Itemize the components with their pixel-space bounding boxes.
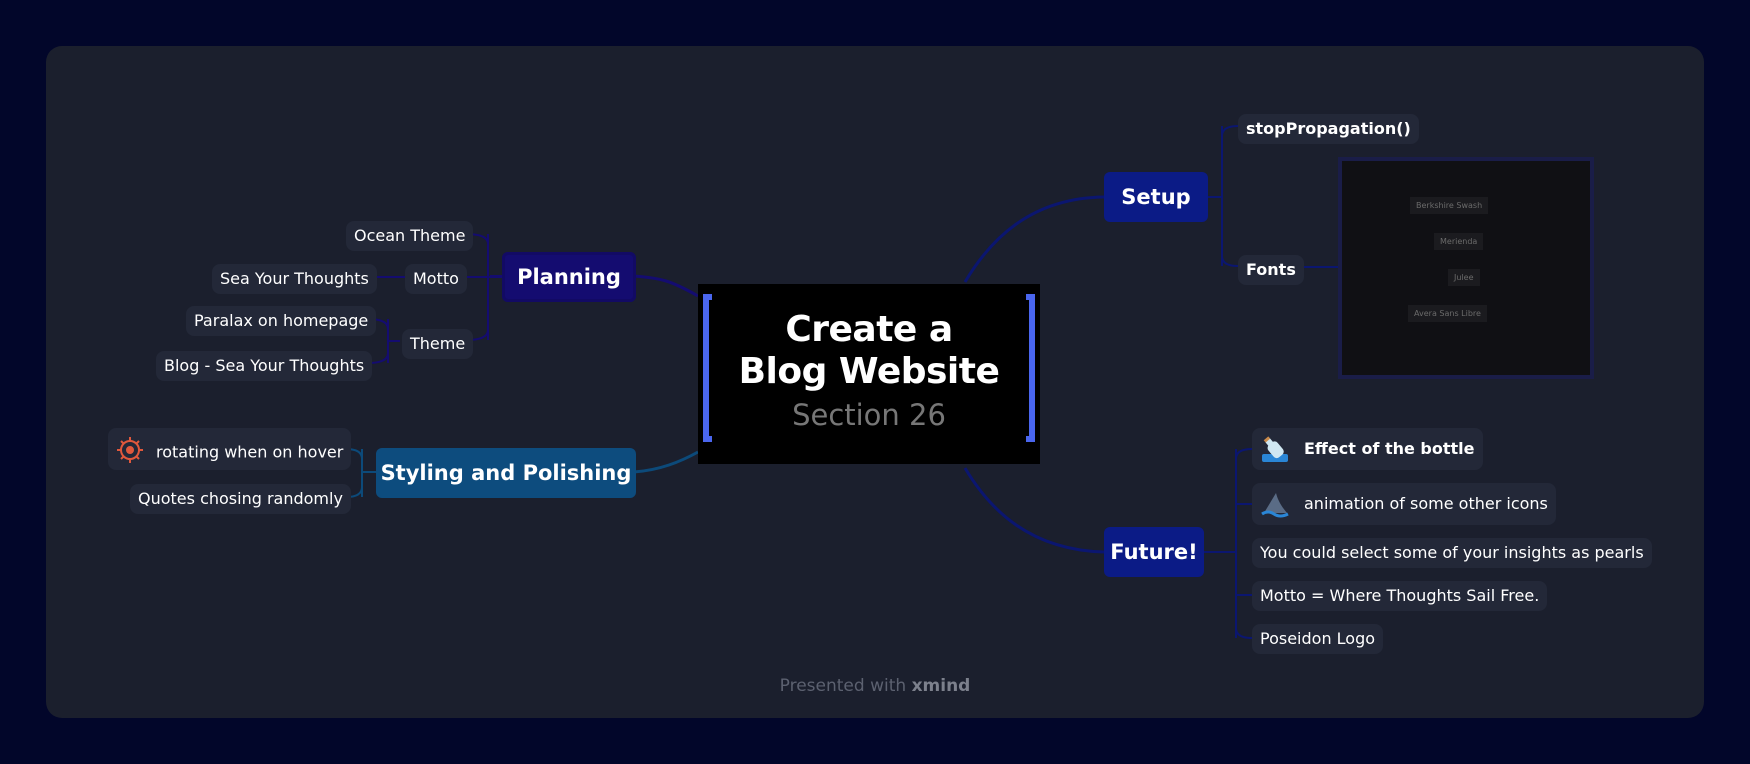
node-fonts[interactable]: Fonts <box>1238 255 1304 285</box>
topic-styling-polishing[interactable]: Styling and Polishing <box>376 448 636 498</box>
node-blog-sea-your-thoughts-label: Blog - Sea Your Thoughts <box>164 356 365 375</box>
node-motto-sail-free-label: Motto = Where Thoughts Sail Free. <box>1260 586 1540 605</box>
node-motto-label: Motto <box>413 269 459 288</box>
fonts-screenshot-image: Berkshire Swash Merienda Julee Avera San… <box>1338 157 1594 379</box>
node-ocean-theme[interactable]: Ocean Theme <box>346 221 474 251</box>
node-poseidon-logo-label: Poseidon Logo <box>1260 629 1376 648</box>
node-animation-icons[interactable]: animation of some other icons <box>1252 483 1556 525</box>
node-fonts-label: Fonts <box>1246 260 1296 279</box>
topic-planning[interactable]: Planning <box>502 252 636 302</box>
right-bracket-icon <box>1026 294 1035 442</box>
node-sea-your-thoughts[interactable]: Sea Your Thoughts <box>212 264 377 294</box>
central-title-line2: Blog Website <box>738 351 1000 392</box>
topic-future[interactable]: Future! <box>1104 527 1204 577</box>
ship-wheel-icon <box>116 436 144 469</box>
topic-styling-polishing-label: Styling and Polishing <box>380 461 632 485</box>
node-poseidon-logo[interactable]: Poseidon Logo <box>1252 624 1384 654</box>
font-sample-4: Avera Sans Libre <box>1408 305 1487 322</box>
font-sample-1: Berkshire Swash <box>1410 197 1489 214</box>
node-paralax[interactable]: Paralax on homepage <box>186 306 377 336</box>
node-blog-sea-your-thoughts[interactable]: Blog - Sea Your Thoughts <box>156 351 373 381</box>
topic-future-label: Future! <box>1110 540 1198 564</box>
node-quotes-random-label: Quotes chosing randomly <box>138 489 343 508</box>
central-title-line1: Create a <box>785 309 953 350</box>
node-animation-icons-label: animation of some other icons <box>1304 494 1548 513</box>
node-effect-bottle-label: Effect of the bottle <box>1304 439 1475 458</box>
node-quotes-random[interactable]: Quotes chosing randomly <box>130 484 351 514</box>
node-stop-propagation-label: stopPropagation() <box>1246 119 1411 138</box>
node-insights-pearls[interactable]: You could select some of your insights a… <box>1252 538 1652 568</box>
shark-fin-icon <box>1260 489 1290 519</box>
topic-setup-label: Setup <box>1121 185 1191 209</box>
bottle-icon <box>1260 434 1290 464</box>
font-sample-3: Julee <box>1448 269 1480 286</box>
topic-setup[interactable]: Setup <box>1104 172 1208 222</box>
xmind-logo: xmind <box>911 676 971 696</box>
node-theme[interactable]: Theme <box>402 329 474 359</box>
presented-with-footer: Presented with xmind <box>0 676 1750 696</box>
topic-planning-label: Planning <box>517 265 621 289</box>
node-sea-your-thoughts-label: Sea Your Thoughts <box>220 269 369 288</box>
node-ocean-theme-label: Ocean Theme <box>354 226 466 245</box>
node-rotating-hover-label: rotating when on hover <box>156 442 344 462</box>
node-motto-sail-free[interactable]: Motto = Where Thoughts Sail Free. <box>1252 581 1548 611</box>
node-rotating-hover[interactable]: rotating when on hover <box>108 428 352 470</box>
central-topic[interactable]: Create a Blog Website Section 26 <box>698 284 1040 464</box>
node-insights-pearls-label: You could select some of your insights a… <box>1260 543 1644 562</box>
node-motto[interactable]: Motto <box>405 264 467 294</box>
node-paralax-label: Paralax on homepage <box>194 311 369 330</box>
node-theme-label: Theme <box>410 334 466 353</box>
node-effect-bottle[interactable]: Effect of the bottle <box>1252 428 1483 470</box>
font-sample-2: Merienda <box>1434 233 1484 250</box>
footer-prefix: Presented with <box>779 676 907 696</box>
central-subtitle: Section 26 <box>792 398 946 432</box>
left-bracket-icon <box>703 294 712 442</box>
node-stop-propagation[interactable]: stopPropagation() <box>1238 114 1419 144</box>
